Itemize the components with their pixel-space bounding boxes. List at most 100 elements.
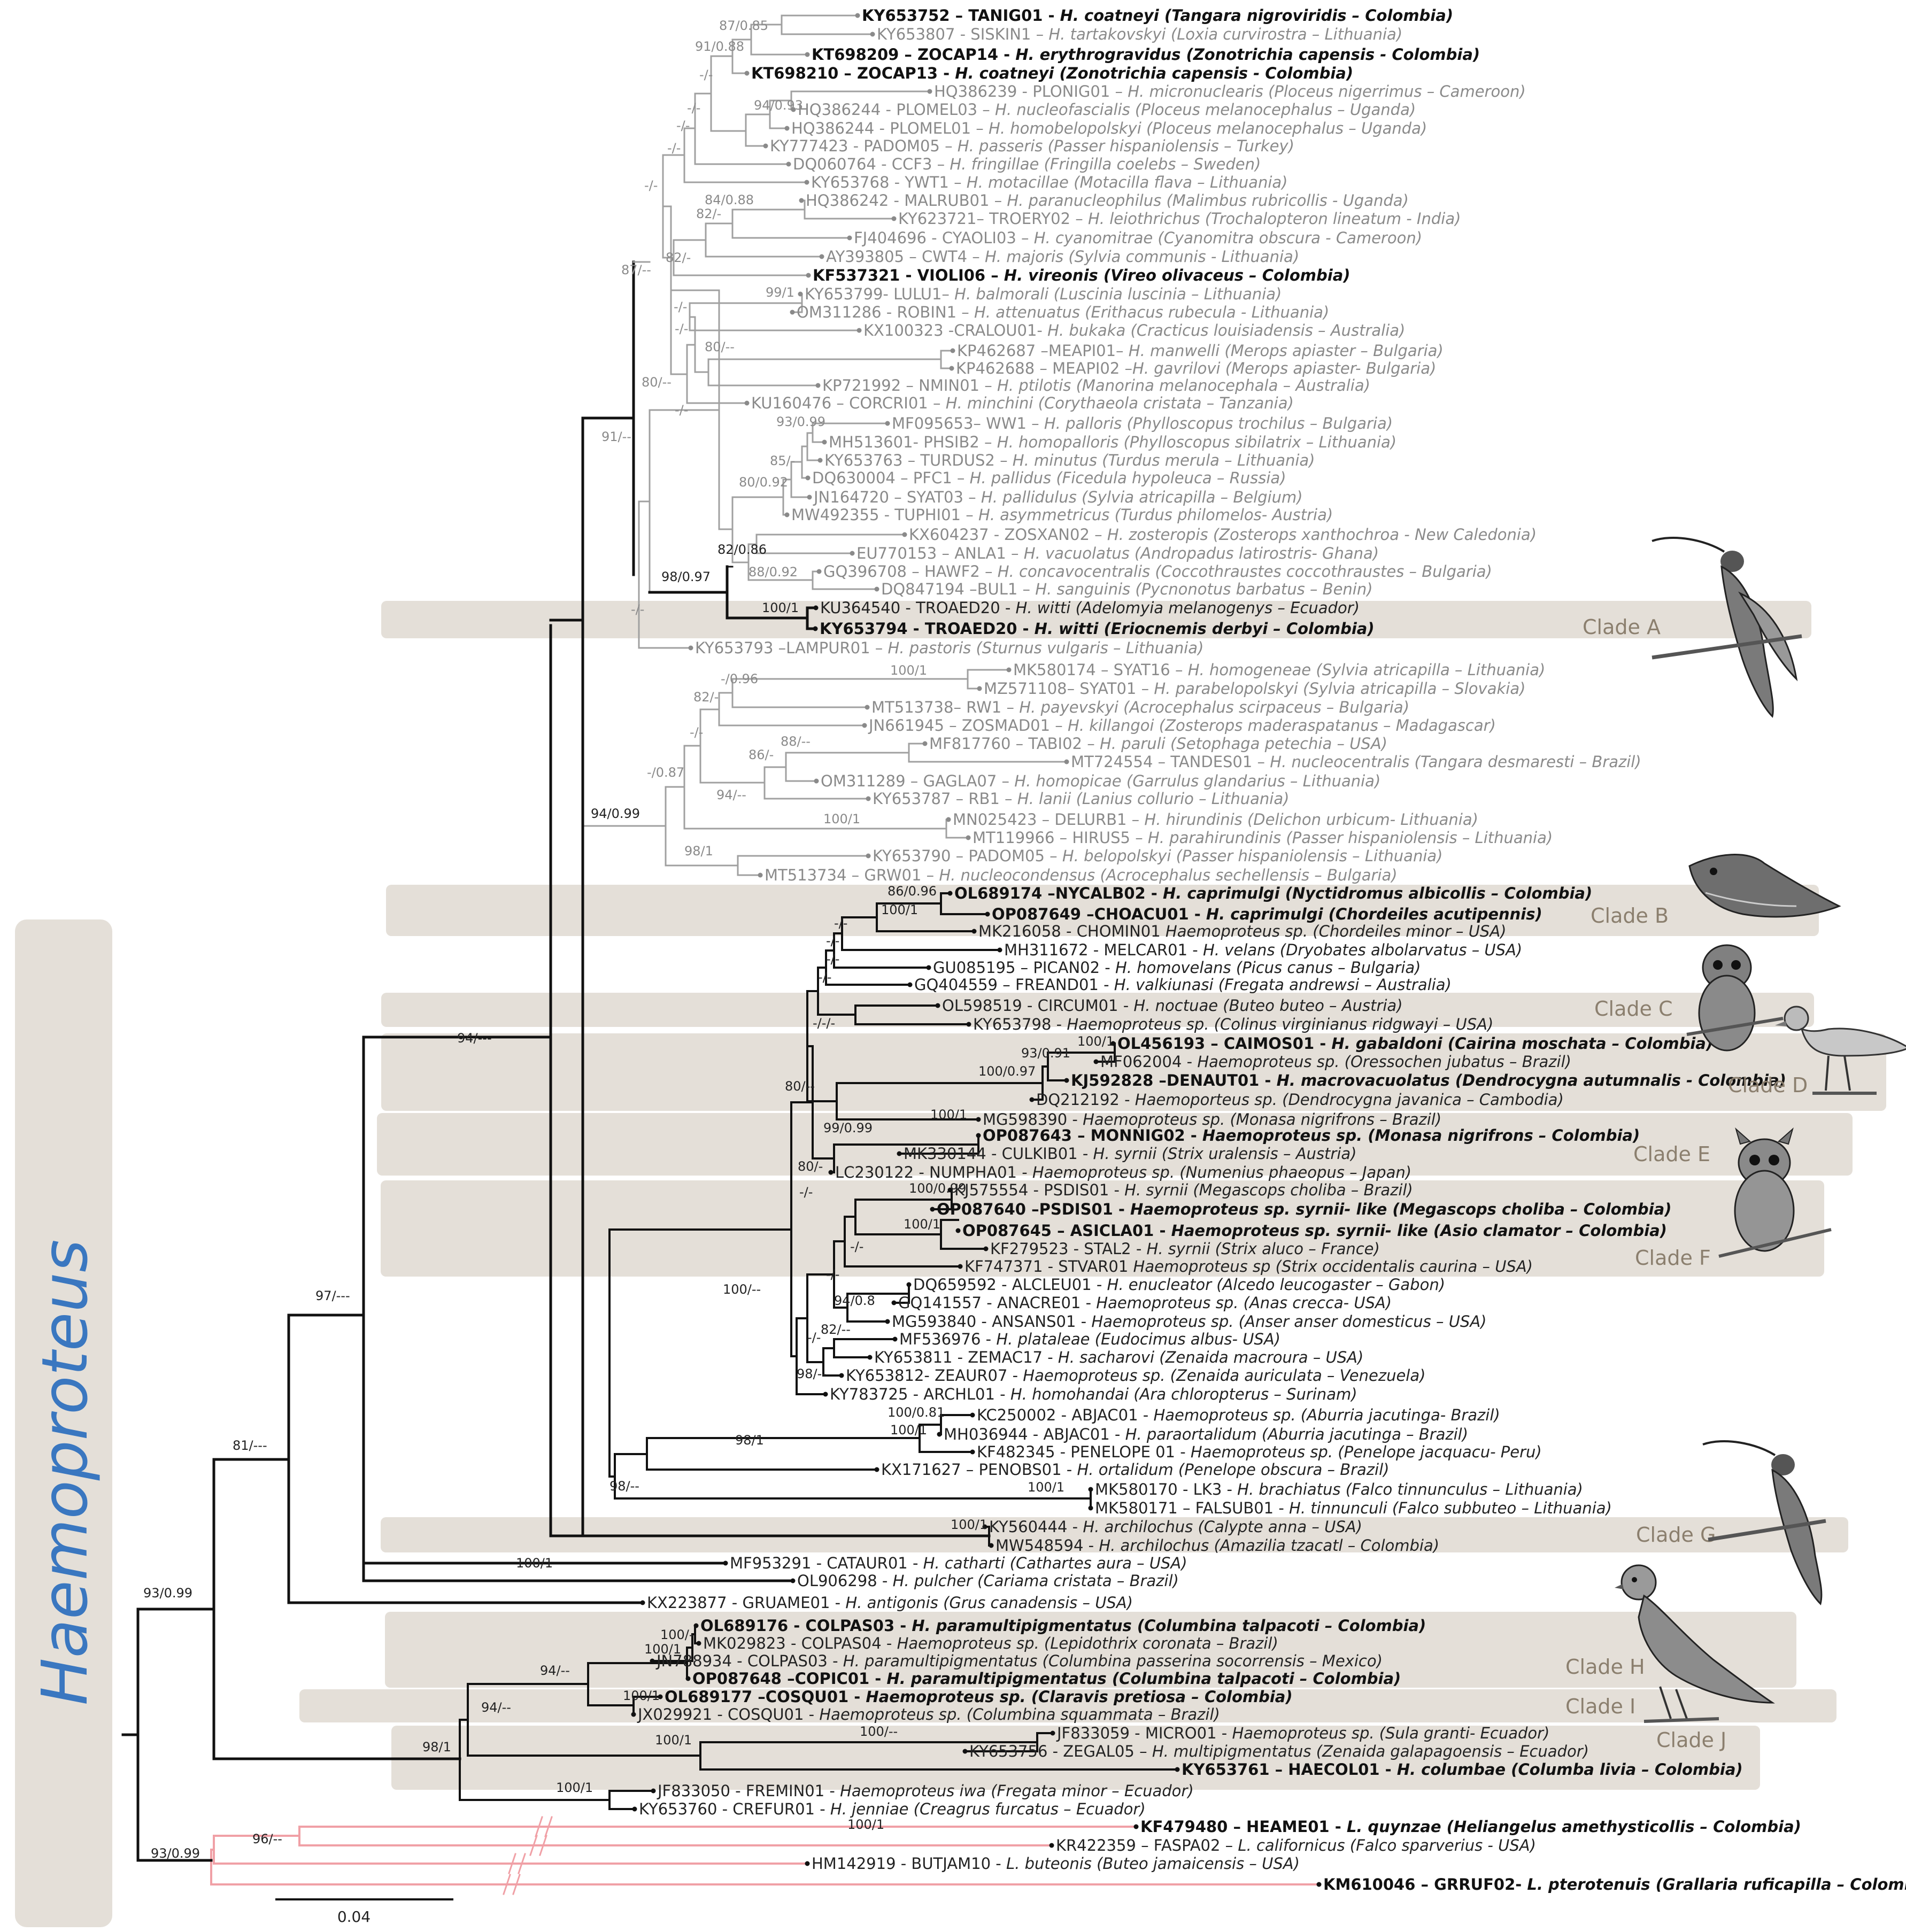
support-value: 100/1 — [890, 1423, 927, 1438]
tip-label: MF095653– WW1 – H. palloris (Phylloscopu… — [892, 414, 1393, 432]
tip-node — [784, 126, 790, 131]
clade-box — [377, 1113, 1853, 1176]
support-value: 87/-- — [621, 262, 651, 277]
tip-label: HQ386239 - PLONIG01 – H. micronuclearis … — [934, 82, 1526, 101]
support-value: 80/0.92 — [739, 475, 788, 490]
tip-label: HQ386244 - PLOMEL03 – H. nucleofascialis… — [798, 101, 1416, 119]
tip-node — [758, 872, 763, 878]
support-value: 94/-- — [716, 787, 746, 802]
tip-label: MH513601- PHSIB2 – H. homopalloris (Phyl… — [829, 433, 1396, 451]
support-value: -/0.96 — [721, 671, 758, 686]
tip-label: DQ630004 – PFC1 – H. pallidus (Ficedula … — [812, 469, 1286, 487]
tip-node — [902, 532, 907, 537]
support-value: 80/- — [798, 1159, 823, 1174]
support-value: -/- — [676, 118, 690, 133]
support-value: 97/--- — [315, 1288, 350, 1303]
branch-break — [539, 1835, 547, 1856]
support-value: 100/1 — [1028, 1480, 1064, 1495]
tip-label: JN788934 - COLPAS03 - H. paramultipigmen… — [655, 1652, 1383, 1670]
tip-node — [1088, 1505, 1093, 1511]
tip-node — [632, 1806, 637, 1812]
tip-label: KJ592828 –DENAUT01 - H. macrovacuolatus … — [1071, 1071, 1786, 1089]
tip-label: MZ571108– SYAT01 – H. parabelopolskyi (S… — [984, 679, 1525, 698]
tip-label: OL689174 –NYCALB02 - H. caprimulgi (Nyct… — [954, 884, 1592, 902]
tip-label: KF537321 - VIOLI06 – H. vireonis (Vireo … — [813, 266, 1351, 284]
clade-box — [381, 993, 1814, 1027]
tip-label: MT513734 – GRW01 – H. nucleocondensus (A… — [765, 866, 1398, 884]
tip-label: OM311286 - ROBIN1 – H. attenuatus (Erith… — [797, 303, 1329, 321]
support-value: 91/0.88 — [695, 39, 744, 54]
tip-node — [1088, 1487, 1093, 1492]
tip-node — [790, 310, 795, 315]
tip-label: MT724554 – TANDES01 – H. nucleocentralis… — [1071, 753, 1641, 771]
tip-label: KY653790 – PADOM05 – H. belopolskyi (Pas… — [873, 847, 1442, 865]
support-value: 94/0.99 — [591, 806, 640, 821]
tip-label: DQ060764 - CCF3 – H. fringillae (Fringil… — [793, 155, 1261, 173]
tip-label: JF833059 - MICRO01 - Haemoproteus sp. (S… — [1056, 1724, 1549, 1742]
tip-label: DQ847194 –BUL1 – H. sanguinis (Pycnonotu… — [881, 580, 1373, 598]
tip-node — [784, 512, 790, 517]
tip-label: KY653752 – TANIG01 - H. coatneyi (Tangar… — [862, 6, 1453, 25]
tip-node — [814, 778, 819, 784]
tip-label: DQ212192 - Haemoporteus sp. (Dendrocygna… — [1036, 1091, 1564, 1109]
tip-label: OP087645 – ASICLA01 - Haemoproteus sp. s… — [962, 1222, 1667, 1240]
support-value: -/- — [675, 403, 688, 418]
support-value: -/- — [644, 178, 658, 193]
tip-label: KY653807 - SISKIN1 – H. tartakovskyi (Lo… — [877, 25, 1402, 43]
tip-node — [976, 1117, 981, 1122]
support-value: -/- — [826, 952, 839, 967]
clade-box — [381, 1033, 1886, 1111]
clade-box — [381, 1180, 1824, 1277]
support-value: 82/- — [696, 206, 721, 221]
support-value: 85/- — [770, 453, 795, 468]
support-value: 93/0.91 — [1021, 1046, 1070, 1061]
tip-label: KY653812- ZEAUR07 - Haemoproteus sp. (Ze… — [846, 1366, 1425, 1385]
tip-label: MN025423 – DELURB1 – H. hirundinis (Deli… — [953, 810, 1478, 829]
tip-label: KX100323 -CRALOU01- H. bukaka (Cracticus… — [863, 321, 1405, 339]
tip-node — [651, 1788, 656, 1794]
tip-node — [850, 551, 855, 556]
support-value: -/- — [687, 101, 700, 115]
support-value: 93/0.99 — [143, 1586, 192, 1601]
support-value: 82/-- — [821, 1322, 851, 1337]
tip-node — [937, 1432, 942, 1437]
tip-node — [949, 366, 954, 371]
clade-label: Clade E — [1633, 1142, 1710, 1166]
support-value: 100/1 — [847, 1817, 884, 1832]
tip-node — [922, 741, 928, 746]
tip-node — [885, 1319, 890, 1324]
tip-node — [806, 273, 811, 278]
tip-label: KX604237 - ZOSXAN02 – H. zosteropis (Zos… — [909, 525, 1537, 544]
branch-break — [518, 1853, 526, 1874]
support-value: 87/0.85 — [719, 18, 768, 33]
clade-label: Clade A — [1583, 615, 1661, 639]
tip-node — [874, 586, 879, 592]
branch-break — [529, 1835, 538, 1856]
tip-label: KY777423 - PADOM05 – H. passeris (Passer… — [770, 137, 1294, 155]
tip-label: MH311672 - MELCAR01 - H. velans (Dryobat… — [1004, 941, 1522, 959]
support-value: 100/1 — [655, 1733, 692, 1748]
tip-label: MF817760 – TABI02 – H. paruli (Setophaga… — [929, 735, 1387, 753]
tip-node — [815, 383, 821, 388]
tip-label: MF062004 - Haemoproteus sp. (Oressochen … — [1100, 1053, 1571, 1071]
support-value: 100/-- — [723, 1282, 761, 1297]
tip-label: OL689177 –COSQU01 - Haemoproteus sp. (Cl… — [665, 1688, 1293, 1706]
tip-node — [958, 1264, 963, 1269]
tip-node — [822, 439, 827, 445]
tip-node — [813, 605, 819, 610]
tip-node — [891, 216, 897, 221]
support-value: 100/-- — [860, 1724, 898, 1739]
tip-label: KY653798 - Haemoproteus sp. (Colinus vir… — [973, 1015, 1493, 1033]
tip-node — [950, 348, 955, 353]
tip-label: KF479480 – HEAME01 - L. quynzae (Heliang… — [1140, 1818, 1801, 1836]
tip-label: FJ404696 - CYAOLI03 – H. cyanomitrae (Cy… — [854, 229, 1422, 247]
tip-node — [658, 1694, 663, 1699]
support-value: 94/0.8 — [834, 1293, 875, 1308]
tip-node — [962, 1749, 968, 1754]
tip-node — [866, 796, 871, 801]
tip-label: MK029823 - COLPAS04 - Haemoproteus sp. (… — [703, 1634, 1278, 1652]
clade-box — [381, 1517, 1848, 1552]
tip-label: GQ141557 - ANACRE01 - Haemoproteus sp. (… — [898, 1294, 1392, 1312]
tip-node — [955, 1228, 961, 1233]
support-value: 91/-- — [601, 429, 631, 444]
